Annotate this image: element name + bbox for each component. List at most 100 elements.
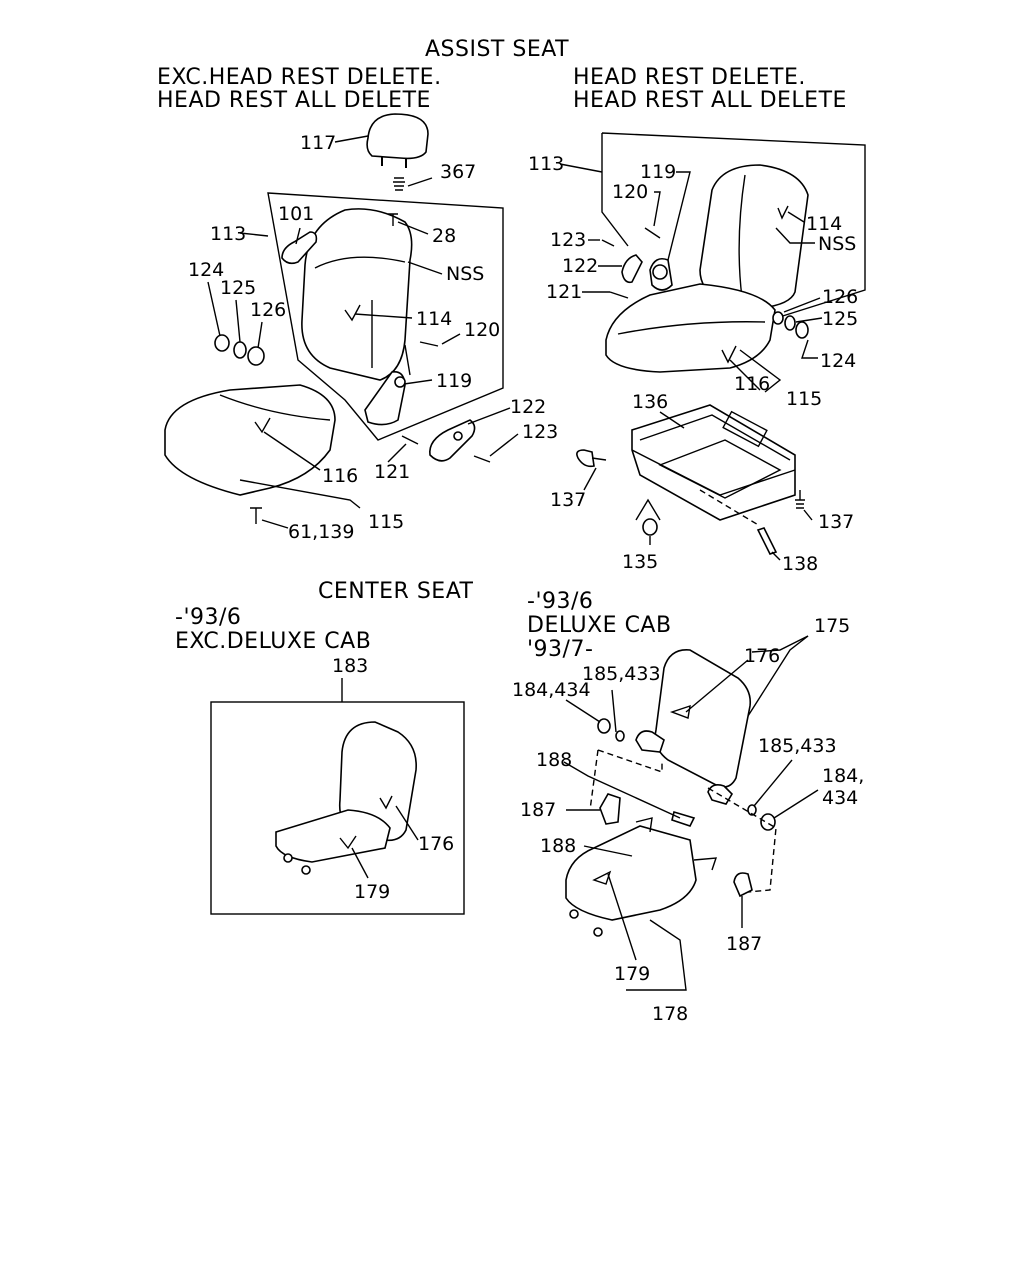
callout-124: 124 <box>188 259 224 281</box>
right-washer-125 <box>784 315 796 331</box>
bolt-121 <box>401 435 419 445</box>
center-seat-cushion <box>275 809 391 863</box>
callout-r-125: 125 <box>822 308 858 330</box>
center-right-variant-line-1: -'93/6 <box>527 589 593 614</box>
guide-part <box>393 177 405 191</box>
right-variant-line-1: HEAD REST DELETE. <box>573 65 806 90</box>
callout-r-137-left: 137 <box>550 489 586 511</box>
callout-d-185-433-top: 185,433 <box>582 663 661 685</box>
callout-122: 122 <box>510 396 546 418</box>
callout-r-119: 119 <box>640 161 676 183</box>
callout-367: 367 <box>440 161 476 183</box>
callout-r-122: 122 <box>562 255 598 277</box>
callout-d-187-left: 187 <box>520 799 556 821</box>
right-bolt-120 <box>644 227 661 239</box>
plate-part <box>429 419 476 462</box>
assist-seat-heading: ASSIST SEAT <box>425 37 569 62</box>
right-washer-124 <box>795 321 809 339</box>
center-right-variant-line-3: '93/7- <box>527 637 593 662</box>
callout-d-176: 176 <box>744 645 780 667</box>
callout-c-179: 179 <box>354 881 390 903</box>
right-bolt-123 <box>601 239 615 247</box>
callout-r-116: 116 <box>734 373 770 395</box>
callout-r-120: 120 <box>612 181 648 203</box>
callout-101: 101 <box>278 203 314 225</box>
callout-r-123: 123 <box>550 229 586 251</box>
washer-124 <box>214 334 230 352</box>
callout-r-137-right: 137 <box>818 511 854 533</box>
washer-185-433-right <box>747 804 757 816</box>
callout-r-136: 136 <box>632 391 668 413</box>
deluxe-seat-cushion <box>565 825 697 921</box>
left-variant-line-1: EXC.HEAD REST DELETE. <box>157 65 442 90</box>
center-seat-right <box>563 635 819 991</box>
callout-r-114: 114 <box>806 213 842 235</box>
callout-d-188-lower: 188 <box>540 835 576 857</box>
callout-r-138: 138 <box>782 553 818 575</box>
bolt-137-left <box>576 449 595 468</box>
callout-d-184-434-top: 184,434 <box>512 679 591 701</box>
callout-r-135: 135 <box>622 551 658 573</box>
callout-d-185-433-right: 185,433 <box>758 735 837 757</box>
right-seat-cushion <box>605 283 776 373</box>
callout-r-121: 121 <box>546 281 582 303</box>
callout-d-178: 178 <box>652 1003 688 1025</box>
callout-115: 115 <box>368 511 404 533</box>
bolt-123 <box>473 455 491 463</box>
bolt-188-top <box>671 810 696 827</box>
center-seat-heading: CENTER SEAT <box>318 579 474 604</box>
callout-120: 120 <box>464 319 500 341</box>
callout-123: 123 <box>522 421 558 443</box>
center-seat-left <box>210 678 465 915</box>
bracket-187-right <box>733 872 753 898</box>
callout-126: 126 <box>250 299 286 321</box>
callout-d-179: 179 <box>614 963 650 985</box>
callout-r-126: 126 <box>822 286 858 308</box>
callout-d-175: 175 <box>814 615 850 637</box>
callout-125: 125 <box>220 277 256 299</box>
left-seat-cushion <box>164 384 336 496</box>
bracket-187-left <box>599 793 621 825</box>
right-seat-bracket-outline <box>601 132 866 321</box>
center-left-variant-line-2: EXC.DELUXE CAB <box>175 629 371 654</box>
center-right-variant-line-2: DELUXE CAB <box>527 613 672 638</box>
callout-61-139: 61,139 <box>288 521 354 543</box>
left-assist-seat <box>164 113 519 529</box>
lever-part <box>281 231 318 265</box>
washer-185-433-left <box>615 730 625 742</box>
callout-r-nss: NSS <box>818 233 856 255</box>
bolt-120 <box>419 341 439 347</box>
right-lever-part <box>621 254 643 284</box>
hinge-left <box>635 730 665 753</box>
hinge-part <box>364 370 406 426</box>
callout-113: 113 <box>210 223 246 245</box>
seat-bracket-outline <box>267 192 504 441</box>
callout-d-188-top: 188 <box>536 749 572 771</box>
bushing-126 <box>247 346 265 366</box>
right-bolt-121 <box>609 291 629 299</box>
callout-114: 114 <box>416 308 452 330</box>
center-seat-box <box>210 701 465 915</box>
left-variant-line-2: HEAD REST ALL DELETE <box>157 88 431 113</box>
callout-r-124: 124 <box>820 350 856 372</box>
head-rest-part <box>366 113 429 160</box>
left-seat-back <box>301 208 413 381</box>
callout-r-113: 113 <box>528 153 564 175</box>
washer-125 <box>233 341 247 359</box>
nut-184-434-left <box>597 718 611 734</box>
callout-d-434: 434 <box>822 787 858 809</box>
bolt-61-139 <box>250 507 262 524</box>
callout-d-184: 184, <box>822 765 864 787</box>
callout-116: 116 <box>322 465 358 487</box>
callout-c-183: 183 <box>332 655 368 677</box>
center-left-variant-line-1: -'93/6 <box>175 605 241 630</box>
callout-121: 121 <box>374 461 410 483</box>
callout-c-176: 176 <box>418 833 454 855</box>
nut-184-434-right <box>760 813 776 831</box>
callout-28: 28 <box>432 225 456 247</box>
seat-frame-part <box>631 404 796 521</box>
callout-nss: NSS <box>446 263 484 285</box>
bolt-part <box>388 213 398 226</box>
